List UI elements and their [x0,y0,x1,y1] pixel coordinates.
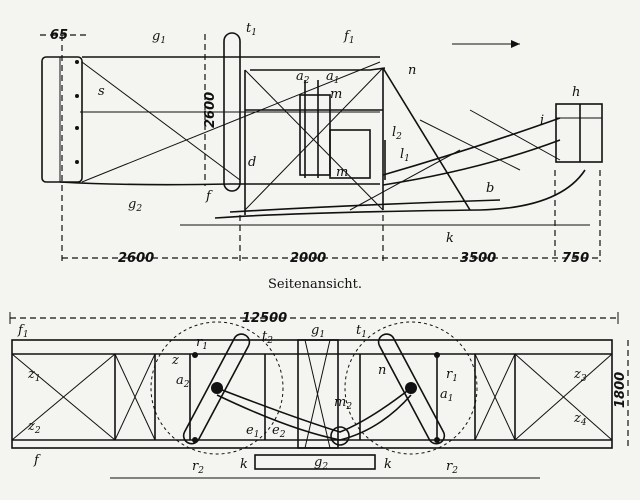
label-f: f [205,189,213,204]
label-e2: e2 [272,423,286,440]
label-f1: f1 [343,29,355,46]
label-f1-top: f1 [17,323,29,340]
label-l2: l2 [392,125,402,142]
side-view: 65 2600 2600 2000 3500 750 g1 t1 f1 s a2… [40,21,603,266]
label-g2-top: g2 [314,455,328,472]
dim-1800: 1800 [613,372,628,408]
direction-arrow-icon [452,40,520,48]
dim-65: 65 [50,28,68,43]
label-i: i [540,113,544,128]
label-m: m [336,165,348,180]
label-n: n [408,63,416,78]
label-k: k [446,231,454,246]
label-z3: z3 [573,367,587,384]
label-z1: z1 [27,367,41,384]
label-a2: a2 [296,69,310,86]
dim-3500: 3500 [460,251,496,266]
label-m2: m2 [334,395,352,412]
label-t1: t1 [246,21,257,38]
label-n-top: n [378,363,386,378]
label-t1-top: t1 [356,323,367,340]
label-s: s [98,84,105,99]
label-g1: g1 [152,29,166,46]
propeller-left [182,333,251,445]
engine-top [330,426,350,446]
dim-750: 750 [562,251,589,266]
dim-2600-vertical: 2600 [203,92,218,128]
label-a2-top: a2 [176,373,190,390]
dim-12500: 12500 [242,311,287,326]
label-z: z [171,353,179,368]
propeller-disc-right [344,321,478,455]
label-g1-top: g1 [311,323,325,340]
label-k-right: k [384,457,392,472]
label-l1: l1 [400,147,410,164]
label-b: b [486,181,494,196]
dim-2600: 2600 [118,251,154,266]
landing-skid [214,169,586,219]
label-a1: a1 [326,69,340,86]
label-r1-right: r1 [446,367,458,384]
side-dimension-lines [40,34,601,262]
upper-wing [11,339,613,449]
label-f-top: f [33,453,41,468]
rudder [555,103,603,163]
label-z4: z4 [573,411,587,428]
label-m1: m [330,87,342,102]
propeller-disc-left [150,321,284,455]
propeller-side [223,32,241,192]
label-t2-top: t2 [262,329,273,346]
top-view: 12500 [9,311,629,479]
label-r2-right: r2 [446,459,458,476]
label-z2: z2 [27,419,41,436]
label-a1-top: a1 [440,387,454,404]
label-e1: e1 [246,423,259,440]
dim-2000: 2000 [290,251,326,266]
label-r2-left: r2 [192,459,204,476]
label-k-left: k [240,457,248,472]
caption: Seitenansicht. [268,277,362,292]
label-g2: g2 [128,197,142,214]
label-h: h [572,85,580,100]
label-r1-left: r1 [196,335,208,352]
label-d: d [248,155,256,170]
